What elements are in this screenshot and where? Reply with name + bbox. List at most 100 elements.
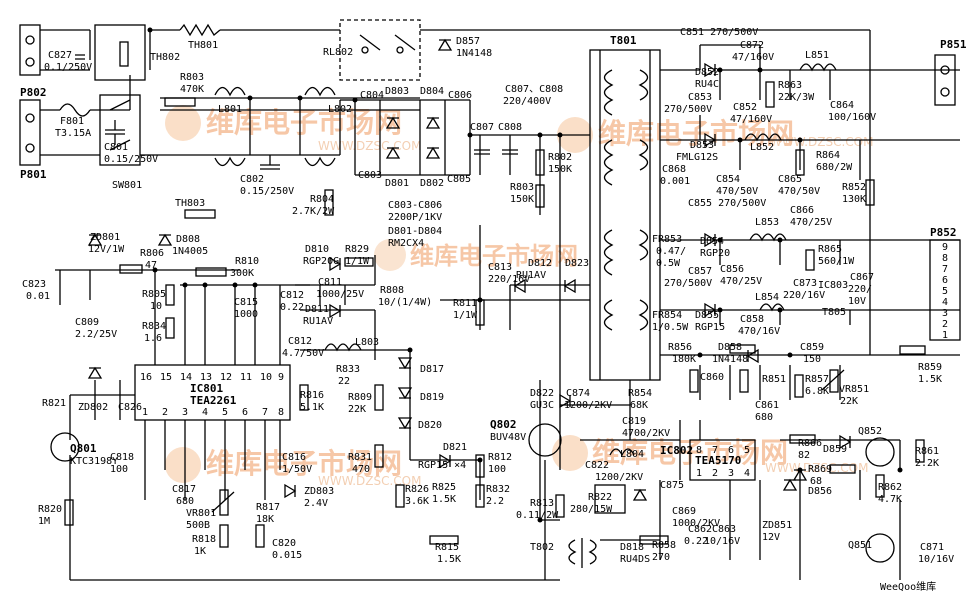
diode-d854 <box>704 232 717 248</box>
component-label: FR853 <box>652 234 682 245</box>
component-label: 12V <box>762 532 780 543</box>
connector-p851 <box>934 54 956 106</box>
component-label: 82 <box>798 450 810 461</box>
capacitor-c827 <box>75 54 85 60</box>
component-label: 10/16V <box>704 536 740 547</box>
component-label: 470/50V <box>716 186 758 197</box>
component-label: 0.11/2W <box>516 510 559 521</box>
component-label: 4700/2KV <box>622 428 670 439</box>
component-label: 22K <box>840 396 858 407</box>
component-label: RU4C <box>695 79 719 90</box>
component-label: L851 <box>805 50 829 61</box>
resistor-r817 <box>255 524 265 548</box>
component-label: KTC3198Y <box>70 456 118 467</box>
component-label: 47 <box>145 260 157 271</box>
component-label: C807、C808 <box>505 84 563 95</box>
component-label: 4.7K <box>878 494 902 505</box>
component-label: 68K <box>630 400 648 411</box>
component-label: IC803 <box>818 280 848 291</box>
component-label: D856 <box>808 486 832 497</box>
component-label: C866 <box>790 205 814 216</box>
component-label: 2.2 <box>486 496 504 507</box>
component-label: R820 <box>38 504 62 515</box>
component-label: 500B <box>186 520 210 531</box>
component-label: R803 <box>180 72 204 83</box>
ic801-pin: 5 <box>222 407 228 418</box>
component-label: C875 <box>660 480 684 491</box>
component-label: C820 <box>272 538 296 549</box>
component-label: R810 <box>235 256 259 267</box>
inductor-l801 <box>214 86 246 167</box>
resistor-r810 <box>195 267 227 277</box>
component-label: Q801 <box>70 442 97 455</box>
component-label: C872 <box>740 40 764 51</box>
component-label: FR854 <box>652 310 682 321</box>
component-label: R821 <box>42 398 66 409</box>
resistor-r857 <box>794 374 804 398</box>
component-label: C862 <box>688 524 712 535</box>
component-label: R859 <box>918 362 942 373</box>
potentiometer-vr851 <box>829 369 839 393</box>
component-label: C818 <box>110 452 134 463</box>
resistor-r858 <box>639 535 669 545</box>
component-label: 680/2W <box>816 162 853 173</box>
resistor-r852 <box>865 179 875 206</box>
diode-d802 <box>425 146 441 159</box>
inductor-l851 <box>799 63 837 72</box>
component-label: C819 <box>622 416 646 427</box>
zener-zd802 <box>87 366 103 379</box>
zener-zd801 <box>87 233 103 246</box>
ic801-pin: 6 <box>242 407 248 418</box>
diode-d817 <box>397 357 413 370</box>
component-label: C853 <box>688 92 712 103</box>
component-label: R802 <box>548 152 572 163</box>
resistor-r829 <box>344 257 374 267</box>
watermark-url-2: WWW.DZSC.COM <box>770 135 873 149</box>
resistor-r804 <box>324 189 334 216</box>
resistor-r859 <box>899 345 926 355</box>
component-label: D859 <box>823 444 847 455</box>
component-label: D804 <box>420 86 444 97</box>
ic802-pins: 8 7 6 5 1 2 3 4 <box>696 445 750 479</box>
component-label: R854 <box>628 388 652 399</box>
component-label: 12V/1W <box>88 244 125 255</box>
component-label: C864 <box>830 100 854 111</box>
component-label: D808 <box>176 234 200 245</box>
component-label: C822 <box>585 460 609 471</box>
component-label: 100 <box>110 464 128 475</box>
component-label: 560/1W <box>818 256 855 267</box>
component-label: C851 270/500V <box>680 27 758 38</box>
component-label: 6.8K <box>805 386 829 397</box>
component-label: R864 <box>816 150 840 161</box>
component-label: 18K <box>256 514 274 525</box>
component-label: 300K <box>230 268 254 279</box>
component-label: 470/25V <box>790 217 832 228</box>
inductor-l802 <box>304 86 336 167</box>
component-label: C874 <box>566 388 590 399</box>
component-label: R811 <box>453 298 477 309</box>
resistor-r866 <box>789 434 816 444</box>
component-label: TH801 <box>188 40 218 51</box>
ic802-pin: 5 <box>744 445 750 456</box>
resistor-r832 <box>475 484 485 508</box>
ic802-pin: 4 <box>744 468 750 479</box>
component-label: 0.1/250V <box>44 62 92 73</box>
component-label: 1N4148 <box>456 48 492 59</box>
ic802-pin: 6 <box>728 445 734 456</box>
diode-d808 <box>157 233 173 246</box>
component-label: D822 <box>530 388 554 399</box>
component-label: 0.15/250V <box>240 186 294 197</box>
component-label: 3.6K <box>405 496 429 507</box>
diode-d804 <box>425 116 441 129</box>
diode-d819 <box>397 387 413 400</box>
diode-d857 <box>437 38 453 51</box>
component-label: C806 <box>448 90 472 101</box>
diode-d855 <box>704 302 717 318</box>
component-label: Q851 <box>848 540 872 551</box>
resistor-r805 <box>165 284 175 306</box>
ic801-pin: 12 <box>220 372 232 383</box>
component-label: 1N4148 <box>712 354 748 365</box>
component-label: 1200/2KV <box>595 472 643 483</box>
component-label: 150K <box>548 164 572 175</box>
component-label: D817 <box>420 364 444 375</box>
